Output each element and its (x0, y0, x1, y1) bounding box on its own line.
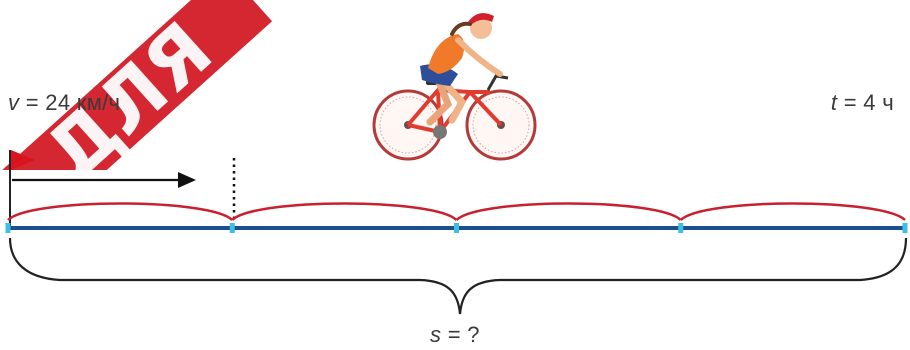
distance-value: = ? (441, 322, 480, 347)
segment-tick (230, 223, 235, 233)
segment-tick (903, 223, 908, 233)
segment-tick (454, 223, 459, 233)
cyclist-illustration (374, 13, 535, 159)
arrow-icon (12, 172, 196, 188)
speed-variable: v (8, 90, 19, 115)
speed-label: v = 24 км/ч (8, 90, 120, 116)
segment-arc (681, 204, 905, 221)
segment-arcs (8, 204, 905, 221)
distance-variable: s (430, 322, 441, 347)
time-value: = 4 ч (837, 90, 894, 115)
segment-arc (457, 204, 681, 221)
speed-value: = 24 км/ч (19, 90, 120, 115)
segment-arc (232, 204, 456, 221)
time-label: t = 4 ч (831, 90, 894, 116)
distance-label: s = ? (430, 322, 480, 348)
segment-tick (678, 223, 683, 233)
segment-arc (8, 204, 232, 221)
distance-brace (10, 238, 906, 314)
segment-tick (6, 223, 11, 233)
